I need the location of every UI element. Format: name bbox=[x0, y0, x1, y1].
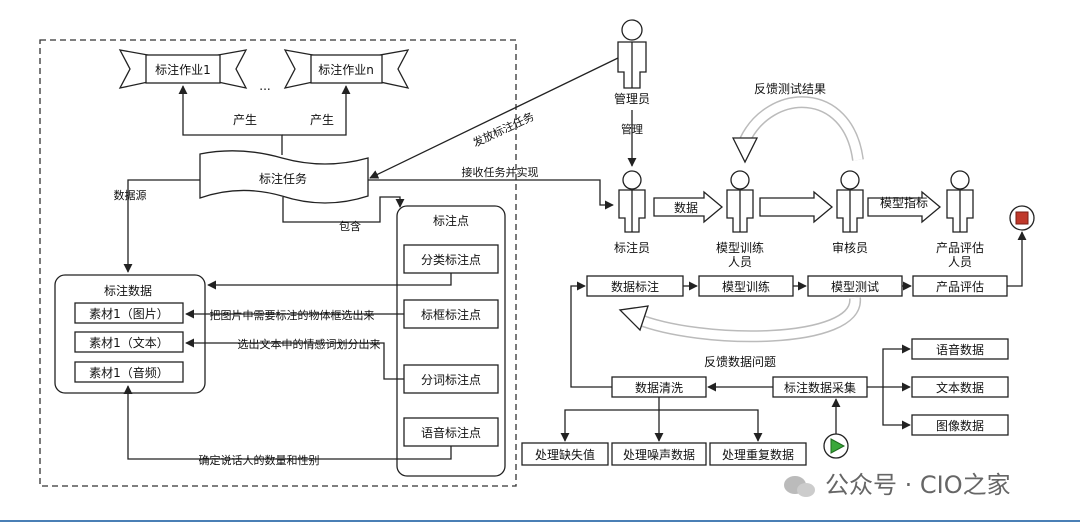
duplicate-box bbox=[709, 442, 807, 466]
annotation-data-title: 标注数据 bbox=[104, 283, 152, 298]
job-banner-1: 标注作业1 bbox=[118, 49, 248, 89]
job-banner-n: 标注作业n bbox=[283, 49, 410, 89]
jobs-ellipsis: ... bbox=[259, 79, 270, 93]
evaluator-label-line1: 产品评估 bbox=[936, 241, 984, 255]
missing-box bbox=[521, 442, 609, 466]
feedback-test-label: 反馈测试结果 bbox=[754, 81, 826, 96]
noise-label: 处理噪声数据 bbox=[623, 447, 695, 462]
watermark-text: 公众号 · CIO之家 bbox=[825, 471, 1011, 499]
material-text-label: 素材1（文本） bbox=[89, 335, 169, 350]
segment-arrow-text: 选出文本中的情感词划分出来 bbox=[238, 337, 381, 351]
collect-label: 标注数据采集 bbox=[784, 380, 856, 395]
process-test-label: 模型测试 bbox=[831, 279, 879, 294]
trainer-figure bbox=[726, 170, 754, 233]
produce-right-label: 产生 bbox=[310, 113, 334, 127]
manager-figure bbox=[617, 19, 647, 89]
image-data-label: 图像数据 bbox=[936, 418, 984, 433]
data-arrow-label: 数据 bbox=[674, 200, 698, 215]
feedback-data-label: 反馈数据问题 bbox=[704, 354, 776, 369]
produce-left-label: 产生 bbox=[233, 113, 257, 127]
classify-point-label: 分类标注点 bbox=[421, 252, 481, 267]
annotation-points-title: 标注点 bbox=[433, 213, 469, 228]
data-source-label: 数据源 bbox=[114, 188, 147, 202]
annotation-task-shape: 标注任务 bbox=[199, 150, 369, 204]
trainer-label-line2: 人员 bbox=[728, 255, 752, 269]
missing-label: 处理缺失值 bbox=[535, 447, 595, 462]
reviewer-label: 审核员 bbox=[832, 240, 868, 255]
process-evaluate-label: 产品评估 bbox=[936, 280, 984, 294]
trainer-reviewer-block-arrow bbox=[759, 190, 834, 224]
job-1-label: 标注作业1 bbox=[155, 62, 211, 77]
feedback-test-curve bbox=[739, 96, 864, 161]
start-icon bbox=[823, 433, 849, 459]
material-image bbox=[74, 302, 184, 324]
segment-point-label: 分词标注点 bbox=[421, 372, 481, 387]
bbox-point bbox=[403, 299, 499, 329]
reviewer-figure bbox=[836, 170, 864, 233]
task-label: 标注任务 bbox=[259, 171, 307, 186]
evaluator-label-line2: 人员 bbox=[948, 255, 972, 269]
material-audio bbox=[74, 361, 184, 383]
annotator-figure bbox=[618, 170, 646, 233]
noise-box bbox=[611, 442, 707, 466]
trainer-label-line1: 模型训练 bbox=[716, 240, 764, 255]
evaluator-figure bbox=[946, 170, 974, 233]
speech-data-box bbox=[911, 338, 1009, 360]
material-audio-label: 素材1（音频） bbox=[89, 365, 169, 380]
clean-label: 数据清洗 bbox=[635, 380, 683, 395]
annotation-boundary bbox=[39, 39, 517, 487]
duplicate-label: 处理重复数据 bbox=[722, 447, 794, 462]
metrics-block-arrow bbox=[867, 190, 942, 224]
annotator-label: 标注员 bbox=[614, 240, 650, 255]
bbox-point-label: 标框标注点 bbox=[421, 307, 481, 322]
manage-label: 管理 bbox=[621, 122, 643, 136]
image-data-box bbox=[911, 414, 1009, 436]
contains-label: 包含 bbox=[339, 219, 361, 233]
speech-data-label: 语音数据 bbox=[936, 342, 984, 357]
stop-icon bbox=[1009, 205, 1035, 231]
data-block-arrow bbox=[653, 190, 724, 224]
publish-label: 发放标注任务 bbox=[470, 109, 536, 150]
process-annotate-label: 数据标注 bbox=[611, 279, 659, 294]
text-data-box bbox=[911, 376, 1009, 398]
text-data-label: 文本数据 bbox=[936, 380, 984, 395]
model-metrics-label: 模型指标 bbox=[880, 195, 928, 210]
receive-label: 接收任务并实现 bbox=[462, 165, 539, 179]
manager-label: 管理员 bbox=[614, 91, 650, 106]
segment-point bbox=[403, 364, 499, 394]
material-text bbox=[74, 331, 184, 353]
material-image-label: 素材1（图片） bbox=[89, 307, 169, 321]
speech-arrow-text: 确定说话人的数量和性别 bbox=[199, 453, 320, 467]
process-train-label: 模型训练 bbox=[722, 279, 770, 294]
wechat-icon bbox=[784, 476, 815, 497]
speech-point-label: 语音标注点 bbox=[421, 425, 481, 440]
bbox-arrow-text: 把图片中需要标注的物体框选出来 bbox=[210, 308, 375, 322]
job-n-label: 标注作业n bbox=[318, 62, 374, 77]
